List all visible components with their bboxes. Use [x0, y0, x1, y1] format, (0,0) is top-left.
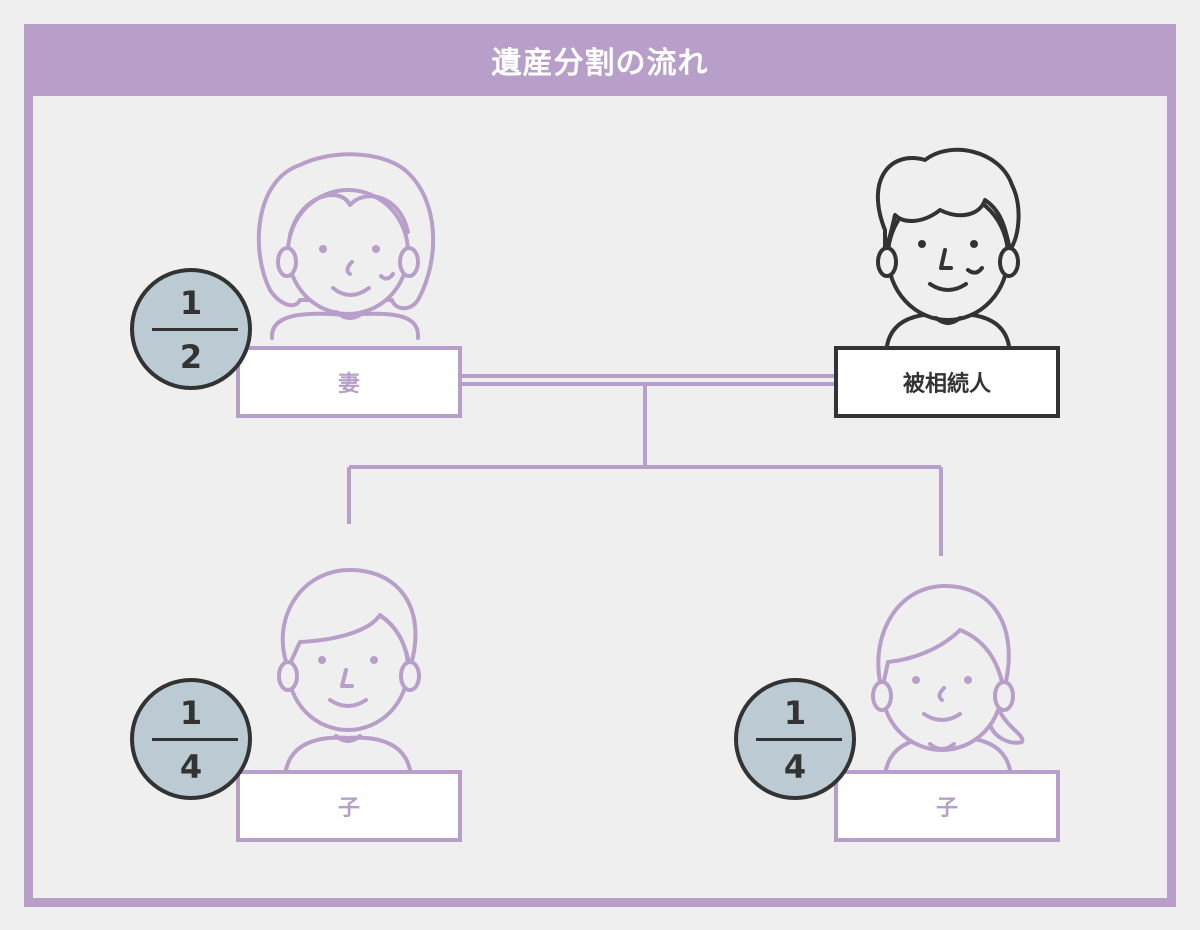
wife-share-badge: 1 2: [130, 268, 252, 390]
header-bar: 遺産分割の流れ: [24, 24, 1176, 96]
deceased-label: 被相続人: [902, 372, 991, 397]
girl-icon: [871, 584, 1025, 772]
woman-icon: [256, 152, 436, 340]
child-left-share-denominator: 4: [179, 748, 203, 786]
child-left-share-numerator: 1: [179, 694, 203, 732]
child-left-share-badge: 1 4: [130, 678, 252, 800]
child-left-label-box: 子: [236, 770, 462, 842]
child-right-label: 子: [935, 796, 958, 821]
child-right-share-badge: 1 4: [734, 678, 856, 800]
wife-share-denominator: 2: [179, 338, 203, 376]
fraction-bar: [152, 328, 238, 331]
wife-label: 妻: [337, 372, 360, 397]
child-right-share-numerator: 1: [783, 694, 807, 732]
child-right-share-denominator: 4: [783, 748, 807, 786]
boy-icon: [277, 568, 421, 772]
wife-share-numerator: 1: [179, 284, 203, 322]
diagram-title: 遺産分割の流れ: [491, 46, 709, 81]
child-right-label-box: 子: [834, 770, 1060, 842]
man-icon: [875, 147, 1021, 348]
wife-label-box: 妻: [236, 346, 462, 418]
deceased-label-box: 被相続人: [834, 346, 1060, 418]
child-left-label: 子: [337, 796, 360, 821]
connector-lines: [347, 374, 943, 556]
fraction-bar: [152, 738, 238, 741]
fraction-bar: [756, 738, 842, 741]
